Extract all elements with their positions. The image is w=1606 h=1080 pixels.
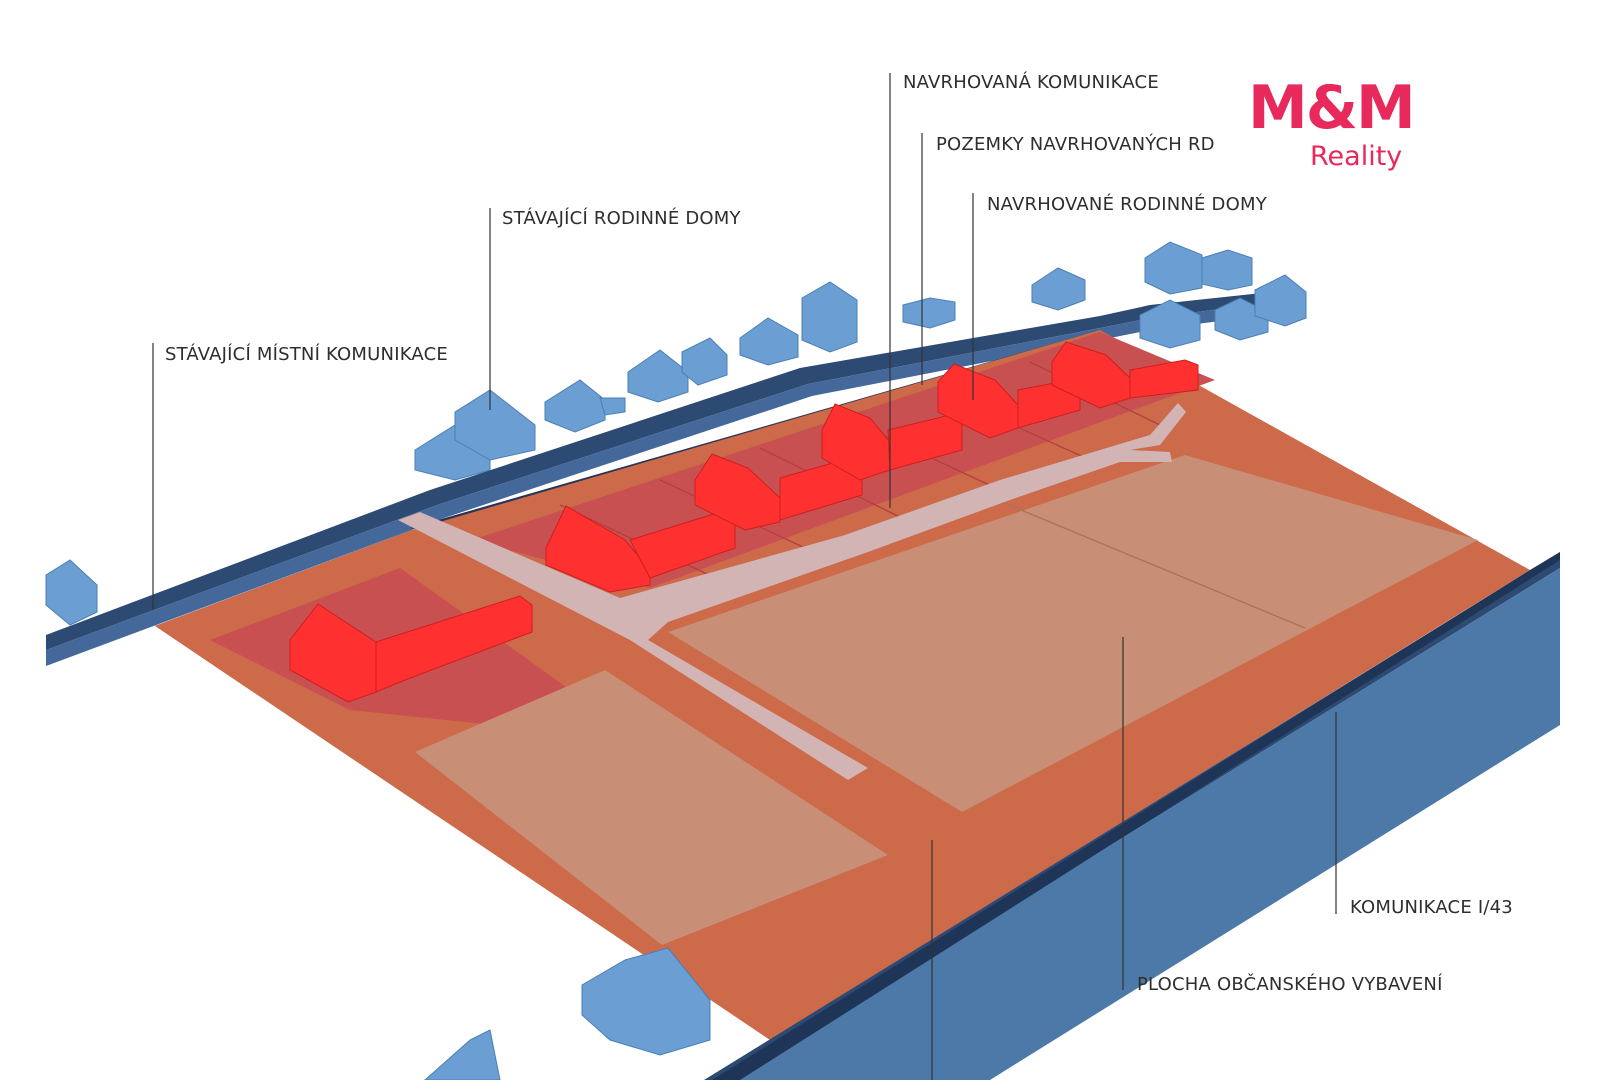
- existing-house: [1139, 299, 1201, 349]
- existing-house: [627, 349, 689, 403]
- road-i43: [704, 552, 1560, 1080]
- existing-house: [1144, 241, 1203, 295]
- proposed-house: [629, 511, 736, 579]
- existing-house: [424, 1029, 501, 1080]
- proposed-houses: [289, 341, 1199, 703]
- existing-house: [1031, 267, 1086, 311]
- label-stavajici-rodinne-domy: STÁVAJÍCÍ RODINNÉ DOMY: [502, 207, 742, 229]
- proposed-road: [398, 403, 1186, 780]
- label-pozemky-navrhovanych-rd: POZEMKY NAVRHOVANÝCH RD: [936, 133, 1215, 155]
- proposed-house: [1129, 359, 1199, 399]
- label-navrhovana-komunikace: NAVRHOVANÁ KOMUNIKACE: [903, 71, 1159, 93]
- label-komunikace-i43: KOMUNIKACE I/43: [1350, 897, 1513, 918]
- existing-house: [902, 297, 956, 329]
- proposed-house: [375, 595, 533, 693]
- label-stavajici-mistni-komunikace: STÁVAJÍCÍ MÍSTNÍ KOMUNIKACE: [165, 343, 448, 365]
- label-navrhovane-rodinne-domy: NAVRHOVANÉ RODINNÉ DOMY: [987, 193, 1268, 215]
- existing-house: [801, 281, 858, 353]
- label-plocha-obcanskeho-vybaveni: PLOCHA OBČANSKÉHO VYBAVENÍ: [1137, 973, 1443, 995]
- logo-sub-text: Reality: [1310, 141, 1402, 172]
- existing-house: [599, 397, 626, 416]
- mm-reality-logo: M&M Reality: [1248, 73, 1416, 172]
- existing-house: [681, 337, 728, 386]
- existing-house: [1254, 274, 1307, 327]
- existing-house: [1201, 249, 1253, 291]
- existing-house: [739, 317, 799, 366]
- existing-house: [581, 947, 711, 1056]
- logo-main-text: M&M: [1248, 73, 1414, 143]
- callout-labels: NAVRHOVANÁ KOMUNIKACE POZEMKY NAVRHOVANÝ…: [165, 71, 1513, 995]
- existing-houses: [45, 241, 1307, 1080]
- existing-house: [45, 559, 98, 626]
- civic-amenities-area: [415, 455, 1478, 945]
- callout-lines: [152, 73, 1337, 1080]
- existing-house: [544, 379, 606, 433]
